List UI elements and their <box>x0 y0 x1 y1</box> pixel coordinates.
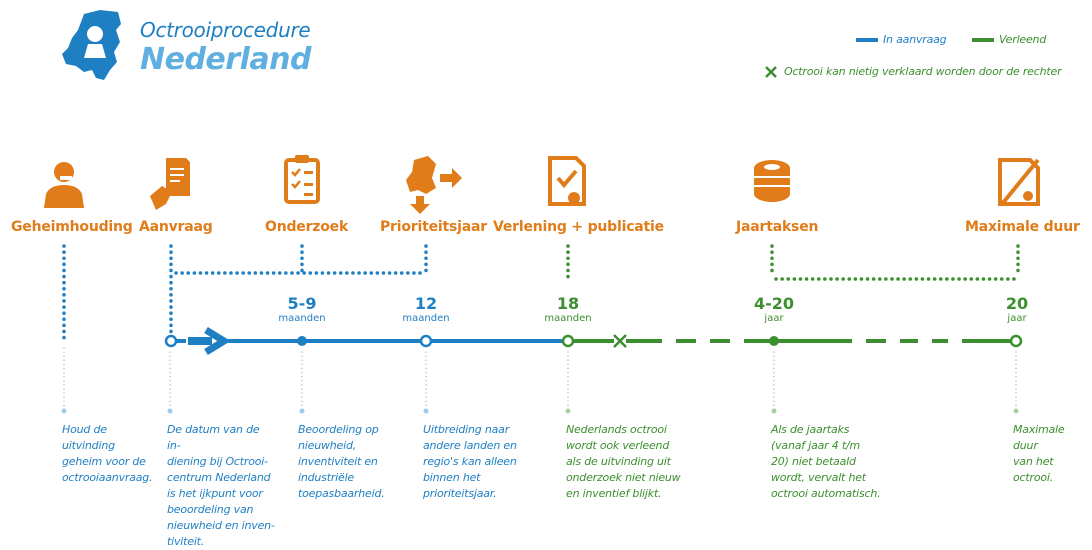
step-label-onderzoek: Onderzoek <box>265 219 349 235</box>
arrow-right-icon <box>188 327 231 355</box>
step-label-prioriteitsjaar: Prioriteitsjaar <box>380 219 487 235</box>
step-label-jaartaksen: Jaartaksen <box>736 219 819 235</box>
description-geheimhouding: Houd de uitvinding geheim voor de octroo… <box>62 423 153 484</box>
step-label-aanvraag: Aanvraag <box>139 219 213 235</box>
legend-cross-icon <box>765 66 777 78</box>
tick-unit-4-20: jaar <box>764 313 784 324</box>
page-subtitle: Octrooiprocedure <box>140 18 311 42</box>
step-label-maximale-duur: Maximale duur <box>965 219 1080 235</box>
nullity-cross-icon <box>613 334 627 348</box>
node-aanvraag <box>164 334 178 348</box>
tick-unit-12: maanden <box>402 313 450 324</box>
tick-unit-20: jaar <box>1007 313 1027 324</box>
step-label-geheimhouding: Geheimhouding <box>11 219 133 235</box>
step-label-verlening: Verlening + publicatie <box>493 219 664 235</box>
tick-value-4-20: 4-20 <box>753 294 795 313</box>
description-jaartaksen: Als de jaartaks (vanaf jaar 4 t/m 20) ni… <box>771 423 881 500</box>
tick-value-12: 12 <box>414 294 438 313</box>
netherlands-map-icon <box>62 10 121 80</box>
tick-unit-5-9: maanden <box>278 313 326 324</box>
description-onderzoek: Beoordeling op nieuwheid, inventiviteit … <box>298 423 385 500</box>
description-prioriteitsjaar: Uitbreiding naar andere landen en regio'… <box>423 423 517 500</box>
hand-document-icon <box>150 158 190 210</box>
node-maximale-duur <box>1009 334 1023 348</box>
certificate-check-icon <box>548 156 586 206</box>
description-maximale-duur: Maximale duur van het octrooi. <box>1013 423 1065 484</box>
legend-label-verleend: Verleend <box>999 33 1047 46</box>
description-verlening: Nederlands octrooi wordt ook verleend al… <box>566 423 681 500</box>
node-verlening <box>561 334 575 348</box>
tick-value-18: 18 <box>556 294 580 313</box>
cancelled-document-icon <box>998 158 1040 206</box>
description-aanvraag: De datum van de in- diening bij Octrooi-… <box>167 423 275 548</box>
tick-unit-18: maanden <box>544 313 592 324</box>
tick-value-5-9: 5-9 <box>287 294 317 313</box>
coin-stack-icon <box>754 160 790 202</box>
silence-person-icon <box>44 162 84 208</box>
clipboard-checklist-icon <box>284 155 320 204</box>
node-jaartaksen <box>769 336 779 346</box>
node-prioriteitsjaar <box>419 334 433 348</box>
node-onderzoek <box>297 336 307 346</box>
netherlands-arrows-icon <box>406 156 462 214</box>
tick-value-20: 20 <box>1005 294 1029 313</box>
legend-label-in-aanvraag: In aanvraag <box>883 33 947 46</box>
page-title: Nederland <box>140 42 311 77</box>
legend-label-nietig: Octrooi kan nietig verklaard worden door… <box>784 65 1062 78</box>
